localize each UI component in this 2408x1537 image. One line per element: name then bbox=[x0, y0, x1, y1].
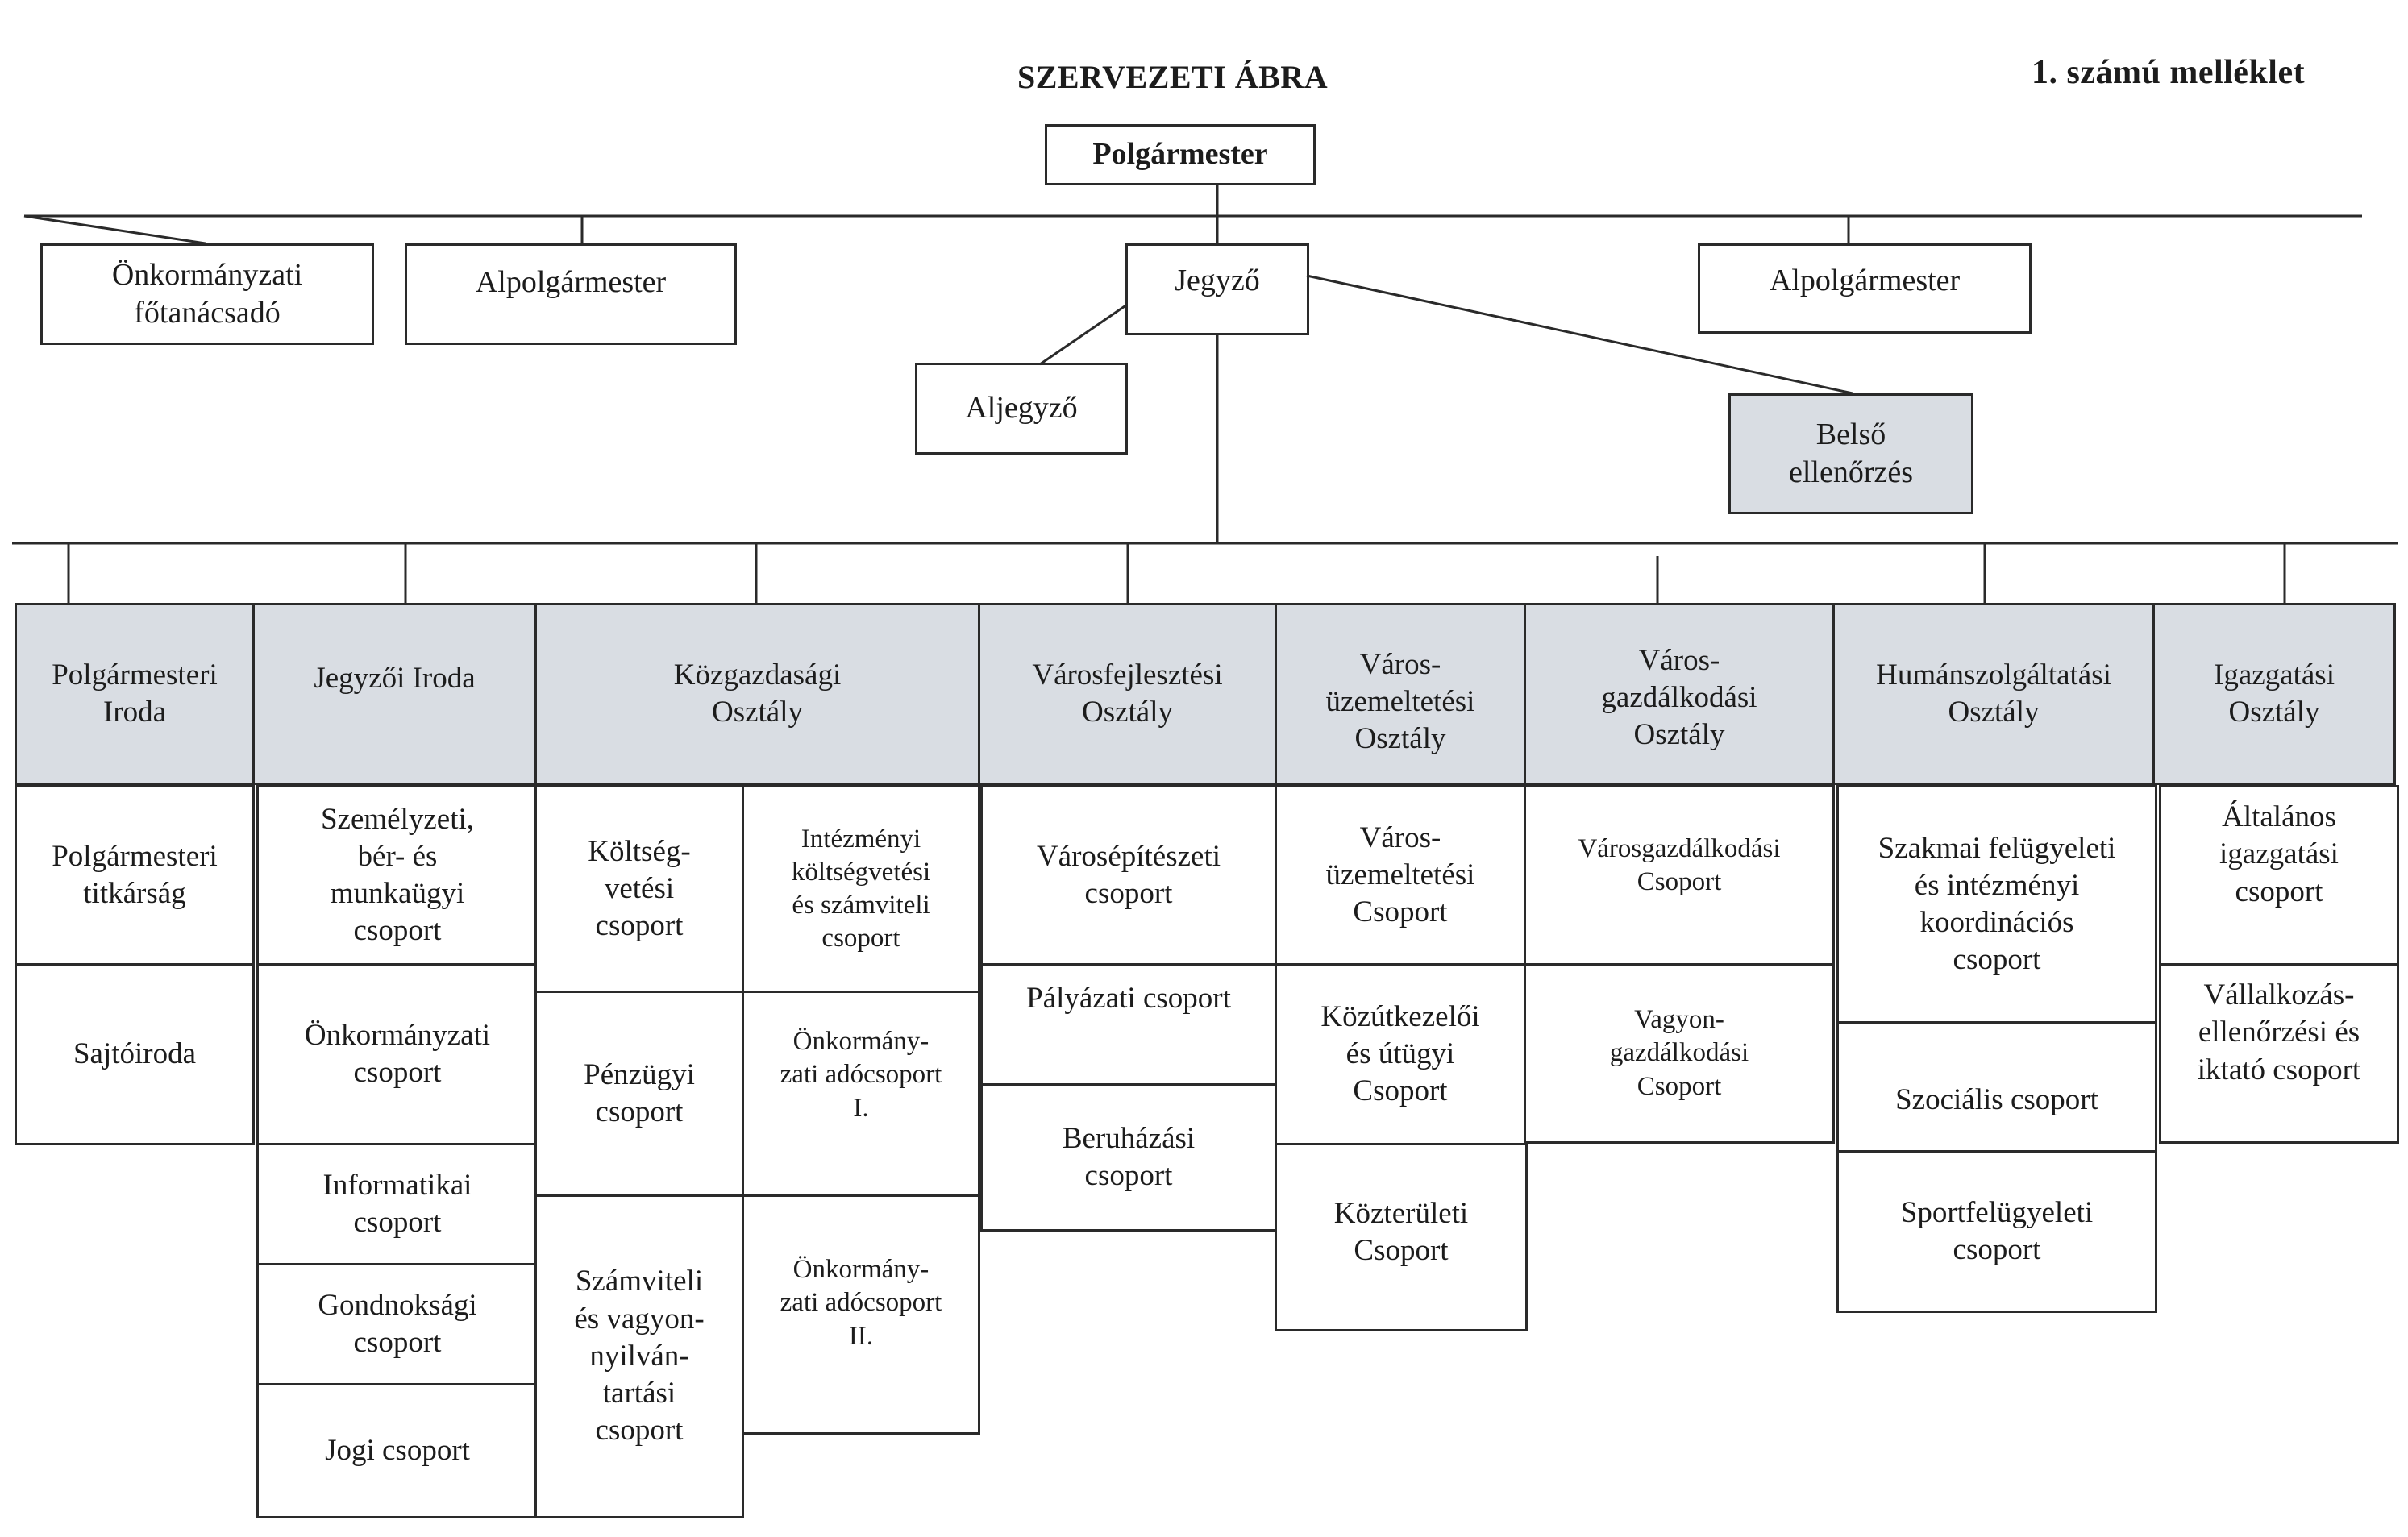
mayor-box: Polgármester bbox=[1045, 124, 1316, 185]
unit-intezmenyi-koltsegvetesi-csoport: Intézményi költségvetési és számviteli c… bbox=[742, 785, 980, 993]
dept-humanszolgaltatasi-osztaly: Humánszolgáltatási Osztály bbox=[1832, 603, 2155, 785]
unit-palyazati-csoport: Pályázati csoport bbox=[980, 963, 1277, 1086]
notary-aljegyzo-link bbox=[1039, 303, 1128, 366]
page-title: SZERVEZETI ÁBRA bbox=[1017, 59, 1329, 95]
dept-varosuzemeltetesi-osztaly: Város- üzemeltetési Osztály bbox=[1275, 603, 1526, 785]
unit-vagyongazdalkodasi-csoport: Vagyon- gazdálkodási Csoport bbox=[1524, 963, 1835, 1144]
deputy-mayor-1-box: Alpolgármester bbox=[405, 243, 737, 345]
deputy-mayor-2-box: Alpolgármester bbox=[1698, 243, 2032, 334]
unit-vallalkozas-ellenorzesi-csoport: Vállalkozás- ellenőrzési és iktató csopo… bbox=[2159, 963, 2399, 1144]
dept-varosgazdalkodasi-osztaly: Város- gazdálkodási Osztály bbox=[1524, 603, 1835, 785]
unit-koltsegvetesi-csoport: Költség- vetési csoport bbox=[534, 785, 744, 993]
dept-polgarmesteri-iroda: Polgármesteri Iroda bbox=[15, 603, 255, 785]
unit-beruhazasi-csoport: Beruházási csoport bbox=[980, 1083, 1277, 1232]
unit-informatikai-csoport: Informatikai csoport bbox=[256, 1143, 539, 1265]
annex-label: 1. számú melléklet bbox=[2032, 54, 2306, 91]
advisor-link bbox=[23, 214, 206, 245]
unit-onkormanyzati-csoport: Önkormányzati csoport bbox=[256, 963, 539, 1145]
unit-adocsoport-2: Önkormány- zati adócsoport II. bbox=[742, 1194, 980, 1435]
unit-szamviteli-vagyon-csoport: Számviteli és vagyon- nyilván- tartási c… bbox=[534, 1194, 744, 1518]
deputy-notary-box: Aljegyző bbox=[915, 363, 1128, 455]
unit-adocsoport-1: Önkormány- zati adócsoport I. bbox=[742, 991, 980, 1197]
unit-penzugyi-csoport: Pénzügyi csoport bbox=[534, 991, 744, 1197]
unit-sportfelugyeleti-csoport: Sportfelügyeleti csoport bbox=[1836, 1150, 2157, 1313]
unit-gondnoksagi-csoport: Gondnoksági csoport bbox=[256, 1263, 539, 1385]
unit-varosepiteszeti-csoport: Városépítészeti csoport bbox=[980, 785, 1277, 966]
unit-polgarmesteri-titkarsag: Polgármesteri titkárság bbox=[15, 785, 255, 966]
unit-szemelyzeti-csoport: Személyzeti, bér- és munkaügyi csoport bbox=[256, 785, 539, 966]
chief-advisor-box: Önkormányzati főtanácsadó bbox=[40, 243, 374, 345]
dept-jegyzoi-iroda: Jegyzői Iroda bbox=[252, 603, 537, 785]
notary-box: Jegyző bbox=[1125, 243, 1309, 335]
internal-audit-box: Belső ellenőrzés bbox=[1728, 393, 1973, 514]
unit-varosuzemeltetesi-csoport: Város- üzemeltetési Csoport bbox=[1275, 785, 1526, 966]
unit-kozutkezeloi-csoport: Közútkezelői és útügyi Csoport bbox=[1275, 963, 1526, 1145]
notary-audit-link bbox=[1306, 274, 1853, 395]
dept-igazgatasi-osztaly: Igazgatási Osztály bbox=[2152, 603, 2396, 785]
dept-varosfejlesztesi-osztaly: Városfejlesztési Osztály bbox=[978, 603, 1277, 785]
dept-kozgazdasagi-osztaly: Közgazdasági Osztály bbox=[534, 603, 980, 785]
unit-altalanos-igazgatasi-csoport: Általános igazgatási csoport bbox=[2159, 785, 2399, 966]
unit-kozteruleti-csoport: Közterületi Csoport bbox=[1275, 1143, 1528, 1331]
unit-varosgazdalkodasi-csoport: Városgazdálkodási Csoport bbox=[1524, 785, 1835, 966]
unit-szocialis-csoport: Szociális csoport bbox=[1836, 1021, 2157, 1153]
unit-sajtoiroda: Sajtóiroda bbox=[15, 963, 255, 1145]
unit-jogi-csoport: Jogi csoport bbox=[256, 1383, 539, 1518]
unit-szakmai-felugyeleti-csoport: Szakmai felügyeleti és intézményi koordi… bbox=[1836, 785, 2157, 1024]
